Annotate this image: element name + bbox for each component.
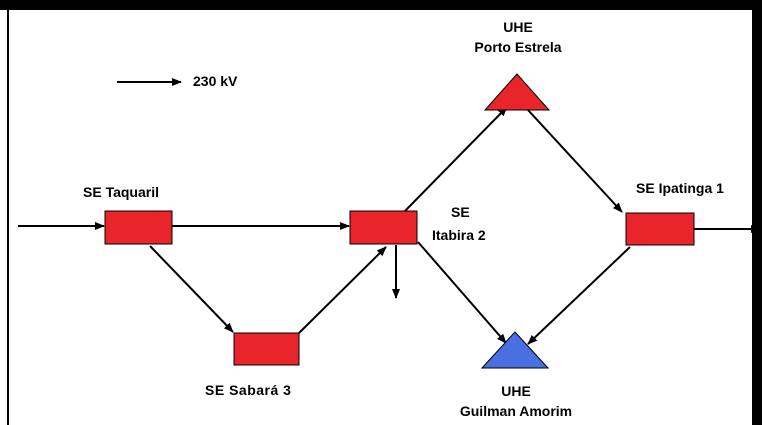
frame-right-border [752, 0, 762, 425]
line-porto-estrela-to-ipatinga1 [527, 109, 623, 213]
line-taquaril-to-sabara3 [149, 245, 234, 333]
frame-top-border [0, 0, 762, 10]
line-itabira2-to-guilman-amorim [417, 241, 507, 344]
uhe-porto-estrela-label-line1: UHE [503, 19, 533, 35]
se-taquaril-node [104, 210, 173, 245]
se-itabira2-label-line1: SE [451, 204, 470, 220]
uhe-porto-estrela-label-line2: Porto Estrela [474, 39, 562, 55]
se-sabara3-label: SE Sabará 3 [205, 382, 292, 398]
se-sabara3-node [233, 332, 300, 366]
uhe-guilman-amorim-label-line2: Guilman Amorim [459, 403, 573, 419]
uhe-guilman-amorim-triangle-icon [480, 331, 550, 369]
se-itabira2-label-line2: Itabira 2 [432, 227, 486, 243]
frame-left-border [7, 10, 9, 425]
se-ipatinga1-label: SE Ipatinga 1 [636, 180, 724, 196]
line-sabara3-to-itabira2 [298, 246, 387, 334]
se-ipatinga1-node [625, 212, 695, 246]
line-ipatinga1-to-guilman-amorim [527, 246, 631, 345]
uhe-porto-estrela-triangle-icon [483, 73, 551, 111]
legend-voltage-label: 230 kV [193, 73, 238, 89]
se-itabira2-node [349, 210, 418, 245]
uhe-guilman-amorim-label-line1: UHE [501, 383, 531, 399]
se-taquaril-label: SE Taquaril [83, 184, 159, 200]
line-itabira2-to-porto-estrela [404, 106, 508, 212]
